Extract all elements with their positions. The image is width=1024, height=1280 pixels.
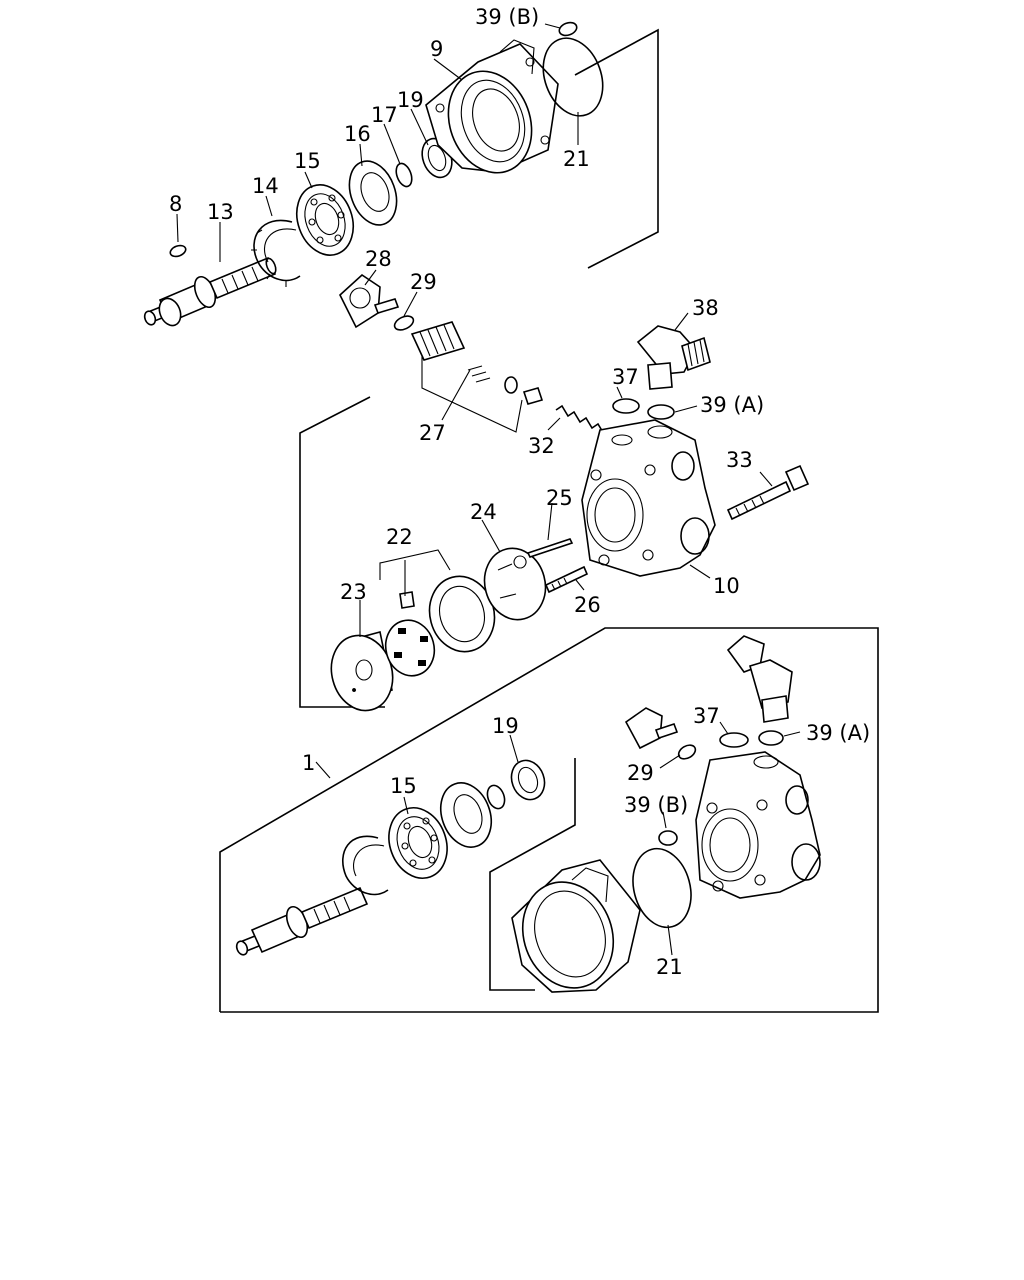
callout-29-top: 29 — [410, 270, 437, 294]
callout-39a-bot: 39 (A) — [806, 721, 870, 745]
callout-24: 24 — [470, 500, 497, 524]
callout-labels: 39 (B) 9 21 19 17 16 15 14 13 8 28 29 38… — [169, 5, 870, 979]
elbow-fitting-icon — [726, 635, 793, 723]
lower-frame-lines — [219, 627, 879, 1013]
callout-37-bot: 37 — [693, 704, 720, 728]
pump-body-icon — [695, 751, 821, 899]
callout-22: 22 — [386, 525, 413, 549]
callout-25: 25 — [546, 486, 573, 510]
housing-icon — [511, 859, 641, 993]
o-ring-icon — [542, 21, 604, 117]
valve-icon — [624, 707, 679, 750]
o-ring-icon — [632, 744, 697, 929]
callout-33: 33 — [726, 448, 753, 472]
callout-21-top: 21 — [563, 147, 590, 171]
spring-icon — [555, 404, 605, 435]
callout-37-top: 37 — [612, 365, 639, 389]
rotor-icon — [384, 591, 436, 677]
snap-ring-icon — [486, 759, 546, 810]
callout-9: 9 — [430, 37, 443, 61]
leader-lines — [176, 23, 801, 956]
callout-28: 28 — [365, 247, 392, 271]
callout-8: 8 — [169, 192, 182, 216]
callout-39b-bot: 39 (B) — [624, 793, 688, 817]
o-ring-icon — [719, 730, 784, 748]
bolt-icon — [544, 565, 589, 594]
elbow-fitting-icon — [636, 325, 711, 390]
upper-frame-lines — [299, 28, 659, 708]
bearing-icon — [295, 184, 355, 256]
callout-19-bot: 19 — [492, 714, 519, 738]
snap-ring-icon — [251, 219, 301, 287]
snap-ring-icon — [342, 835, 389, 896]
shaft-icon — [143, 244, 277, 327]
callout-13: 13 — [207, 200, 234, 224]
housing-icon — [425, 39, 559, 174]
callout-39a-top: 39 (A) — [700, 393, 764, 417]
shaft-icon — [235, 886, 369, 956]
callout-15-bot: 15 — [390, 774, 417, 798]
callout-39b-top: 39 (B) — [475, 5, 539, 29]
callout-26: 26 — [574, 593, 601, 617]
callout-21-bot: 21 — [656, 955, 683, 979]
callout-32: 32 — [528, 434, 555, 458]
callout-38: 38 — [692, 296, 719, 320]
callout-27: 27 — [419, 421, 446, 445]
callout-17: 17 — [371, 103, 398, 127]
seal-icon — [439, 782, 493, 848]
callout-19-top: 19 — [397, 88, 424, 112]
o-ring-icon — [612, 398, 675, 420]
callout-29-bot: 29 — [627, 761, 654, 785]
bolt-icon — [726, 464, 810, 521]
callout-16: 16 — [344, 122, 371, 146]
side-plate-icon — [330, 631, 394, 712]
callout-15-top: 15 — [294, 149, 321, 173]
side-plate-icon — [483, 538, 574, 621]
callout-14: 14 — [252, 174, 279, 198]
valve-icon — [339, 273, 544, 405]
callout-1: 1 — [302, 751, 315, 775]
pump-body-icon — [581, 419, 716, 577]
bearing-icon — [388, 807, 448, 879]
callout-23: 23 — [340, 580, 367, 604]
callout-10: 10 — [713, 574, 740, 598]
